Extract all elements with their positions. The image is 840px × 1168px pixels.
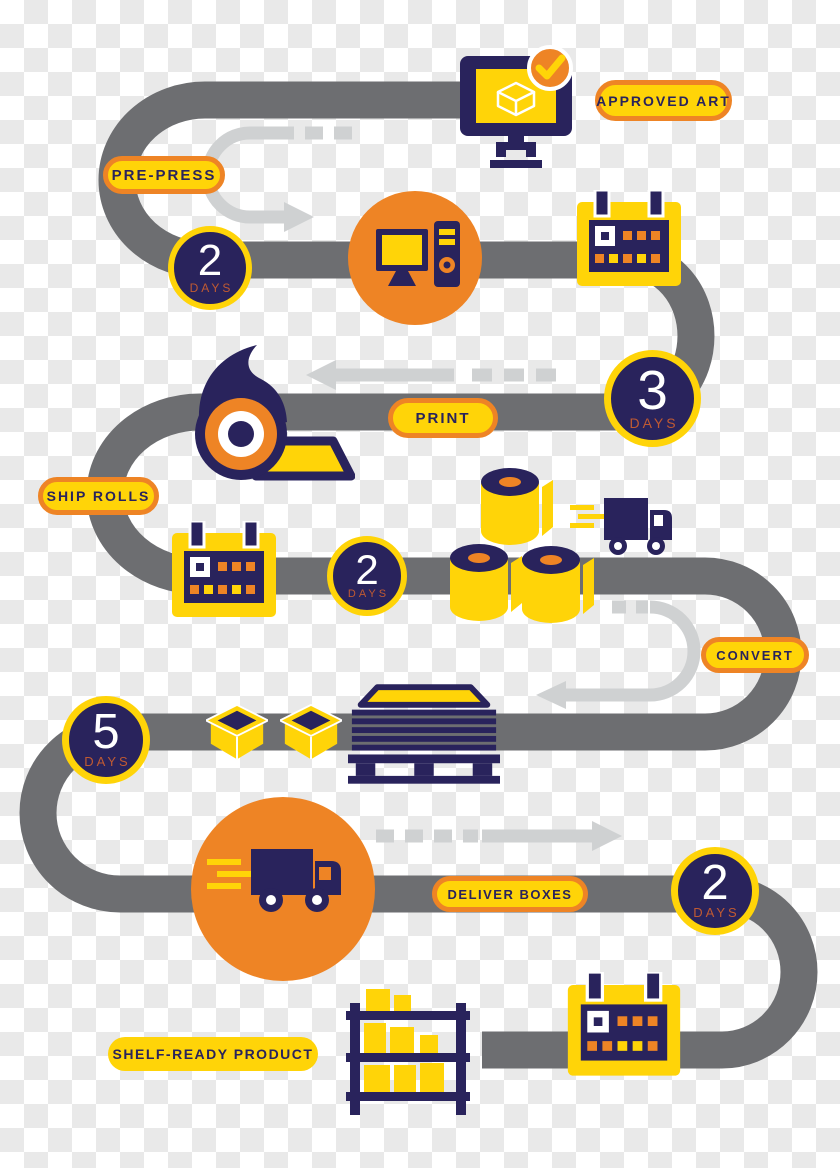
open-box-icon <box>206 704 268 764</box>
duration-badge-convert: 5 DAYS <box>62 696 150 784</box>
shelf-unit-icon <box>344 989 472 1117</box>
duration-unit: DAYS <box>629 414 679 431</box>
stage-label-deliver-boxes: DELIVER BOXES <box>432 876 588 912</box>
stage-label-text: SHIP ROLLS <box>46 488 151 504</box>
shipping-truck-icon <box>568 494 682 558</box>
print-direction-arrow-icon <box>306 360 556 390</box>
stage-label-shelf-ready-product: SHELF-READY PRODUCT <box>108 1037 318 1071</box>
open-box-icon <box>280 704 342 764</box>
duration-unit: DAYS <box>189 280 234 295</box>
calendar-icon <box>172 521 276 621</box>
workstation-computer-icon <box>348 191 482 325</box>
delivery-truck-icon <box>191 797 375 981</box>
duration-value: 2 <box>701 855 729 910</box>
stage-label-text: PRE-PRESS <box>111 166 217 184</box>
package-cube-icon <box>496 81 536 117</box>
stage-label-ship-rolls: SHIP ROLLS <box>38 477 159 515</box>
approved-art-monitor-icon <box>452 42 592 172</box>
duration-value: 2 <box>355 545 379 593</box>
duration-badge-deliver-boxes: 2 DAYS <box>671 847 759 935</box>
calendar-icon <box>566 972 682 1080</box>
stage-label-text: SHELF-READY PRODUCT <box>112 1046 314 1062</box>
stage-label-approved-art: APPROVED ART <box>595 80 732 121</box>
duration-value: 5 <box>92 704 120 759</box>
stage-label-text: APPROVED ART <box>596 92 731 109</box>
calendar-icon <box>577 190 681 290</box>
duration-value: 2 <box>197 236 223 286</box>
stage-label-pre-press: PRE-PRESS <box>103 156 225 194</box>
stage-label-text: PRINT <box>415 409 471 427</box>
duration-unit: DAYS <box>693 905 740 921</box>
duration-badge-print: 3 DAYS <box>604 350 701 447</box>
stage-label-convert: CONVERT <box>701 637 809 673</box>
truck-icon <box>207 849 341 912</box>
duration-value: 3 <box>637 359 668 422</box>
printing-roll-icon <box>183 345 355 491</box>
duration-badge-pre-press: 2 DAYS <box>168 226 252 310</box>
pre-press-loop-arrow-icon <box>201 126 352 232</box>
stage-label-print: PRINT <box>388 398 498 438</box>
convert-loop-arrow-icon <box>536 600 701 709</box>
duration-badge-ship-rolls: 2 DAYS <box>327 536 407 616</box>
stage-label-text: DELIVER BOXES <box>447 886 573 902</box>
checkmark-badge-icon <box>527 45 573 91</box>
stage-label-text: CONVERT <box>716 647 794 663</box>
duration-unit: DAYS <box>84 754 131 770</box>
pallet-stack-icon <box>348 684 500 784</box>
duration-unit: DAYS <box>347 588 390 601</box>
deliver-direction-arrow-icon <box>376 821 622 851</box>
